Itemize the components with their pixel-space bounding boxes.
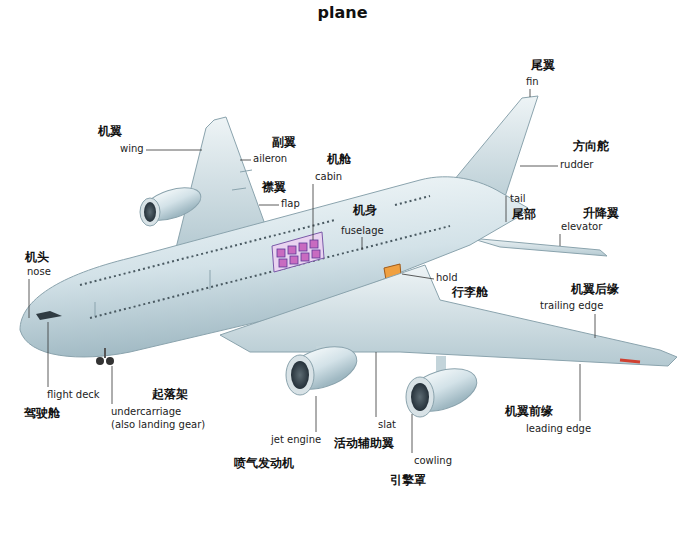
engine-inlet [406,377,434,417]
part-label: fuselage [341,225,384,237]
seats [277,240,320,267]
window-row [80,196,430,285]
cabin-cutaway [272,232,324,272]
part-label: trailing edge [540,300,603,312]
part-label: undercarriage [111,406,181,418]
part-label: hold [436,272,458,284]
part-label: (also landing gear) [111,419,205,431]
engine-inlet [286,355,314,395]
engine-fan [411,383,429,411]
part-label: 襟翼 [262,180,286,194]
part-label: elevator [561,221,602,233]
door [95,246,300,316]
wheel [106,357,114,365]
far-wing-panel [232,170,252,190]
gear-strut [104,348,106,358]
part-label: jet engine [271,434,321,446]
part-label: flight deck [47,389,100,401]
near-wing [220,265,677,366]
engine [402,361,482,419]
part-label: aileron [253,153,287,165]
cockpit-window [36,311,62,320]
part-label: 机翼 [98,124,122,138]
part-label: 驾驶舱 [24,406,60,420]
part-label: tail [510,193,526,205]
wheel [96,357,104,365]
engine-fan [291,361,309,389]
part-label: 喷气发动机 [234,456,294,470]
part-label: 方向舵 [573,139,609,153]
part-label: rudder [560,159,593,171]
part-label: flap [281,198,300,210]
part-label: 尾部 [512,207,536,221]
part-label: 机翼后缘 [571,282,619,296]
far-engine-fan [144,202,156,222]
part-label: slat [378,419,396,431]
part-label: fin [526,76,539,88]
part-label: cowling [414,455,452,467]
engine [282,339,362,397]
part-label: 尾翼 [531,58,555,72]
leader-lines [29,89,595,453]
wing-light [620,360,640,362]
part-label: 升降翼 [583,206,619,220]
part-label: wing [120,143,144,155]
part-label: 机身 [353,203,377,217]
far-engine [139,181,205,226]
part-label: leading edge [526,423,591,435]
stabiliser [470,238,607,256]
part-label: 机翼前缘 [505,404,553,418]
part-label: nose [27,266,51,278]
part-label: 行李舱 [452,285,488,299]
part-label: cabin [315,171,342,183]
title: plane [0,3,685,22]
part-label: 起落架 [152,387,188,401]
part-label: 机头 [25,250,49,264]
part-label: 引擎罩 [390,473,426,487]
part-label: 活动辅助翼 [334,436,394,450]
far-engine-inlet [140,198,160,226]
part-label: 副翼 [272,135,296,149]
part-label: 机舱 [327,152,351,166]
